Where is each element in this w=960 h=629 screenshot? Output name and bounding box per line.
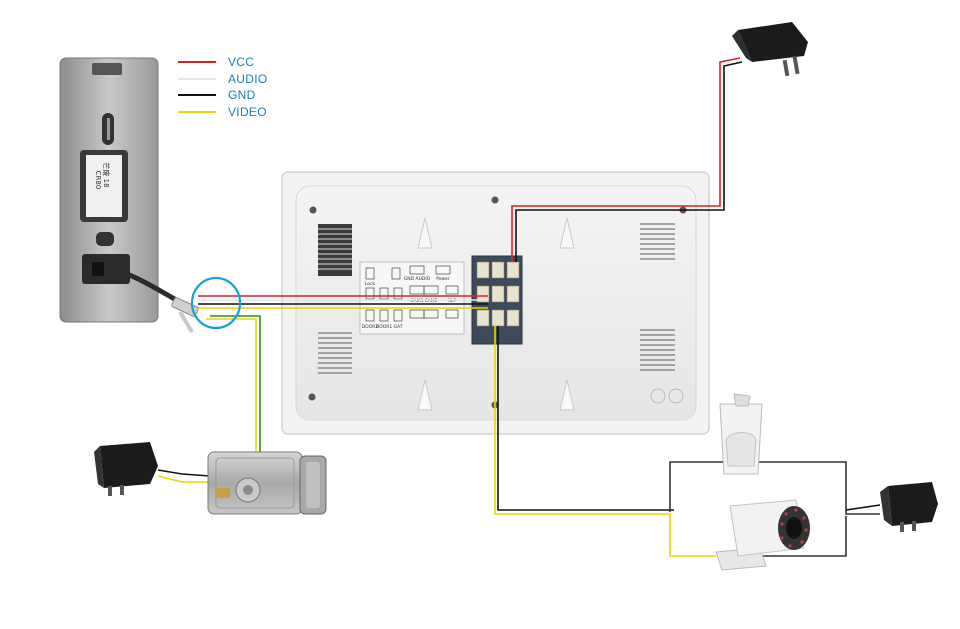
vent-top-right xyxy=(640,223,675,260)
legend-swatch-audio xyxy=(178,77,216,80)
indoor-monitor: Lock DOOR2 DOOR1 GAT GND AUDIO Power CAM… xyxy=(281,171,710,435)
speaker-grille xyxy=(318,224,352,276)
legend-item-vcc: VCC xyxy=(178,54,268,71)
terminal-label-slp: SLP xyxy=(448,298,456,304)
wire-adapter-left-yellow xyxy=(157,475,210,483)
legend-label-gnd: GND xyxy=(228,88,256,103)
legend-swatch-vcc xyxy=(178,61,216,64)
legend-item-audio: AUDIO xyxy=(178,71,268,88)
outdoor-unit-cable-port xyxy=(82,254,130,284)
power-adapter-right xyxy=(880,482,938,532)
outdoor-unit-top-slot xyxy=(92,63,122,75)
terminal-label-cam2: CAM2 xyxy=(425,298,438,304)
terminal-label-gat: GAT xyxy=(394,324,403,330)
wire-camera-loop xyxy=(724,516,847,557)
terminal-label-area: Lock DOOR2 DOOR1 GAT GND AUDIO Power CAM… xyxy=(359,261,465,335)
power-adapter-left xyxy=(94,442,158,496)
outdoor-unit: 芒废 18 CR80 xyxy=(59,57,159,323)
wire-lock-yellow xyxy=(206,318,257,456)
legend-item-gnd: GND xyxy=(178,87,268,104)
wires xyxy=(157,57,881,557)
legend-label-vcc: VCC xyxy=(228,55,255,70)
cable-splitter xyxy=(171,297,199,334)
vent-bottom-right xyxy=(640,329,675,371)
legend-swatch-gnd xyxy=(178,94,216,97)
wire-cctv-video-black xyxy=(497,326,674,511)
vent-bottom-left xyxy=(318,332,352,374)
wire-adapter-left-black xyxy=(157,469,211,477)
wire-adapter-top-black xyxy=(515,61,743,262)
cable-split-highlight xyxy=(190,276,242,330)
cctv-camera xyxy=(715,499,810,571)
terminal-label-door2: DOOR2 xyxy=(362,324,379,330)
sticker-text-2: CR80 xyxy=(94,171,102,190)
power-adapter-top xyxy=(732,22,808,77)
legend-label-audio: AUDIO xyxy=(228,71,268,86)
terminal-label-power: Power xyxy=(436,276,450,282)
legend-swatch-video xyxy=(178,110,216,113)
legend-item-video: VIDEO xyxy=(178,104,268,121)
wire-adapter-right xyxy=(845,504,881,511)
terminal-label-gnd-audio: GND AUDIO xyxy=(404,276,431,282)
wire-adapter-top-red xyxy=(511,57,741,262)
terminal-label-door1: DOOR1 xyxy=(376,324,393,330)
wire-sensor-loop xyxy=(669,461,880,515)
terminal-label-cam1: CAM1 xyxy=(411,298,424,304)
wire-cctv-video-yellow xyxy=(494,326,716,557)
pir-sensor xyxy=(719,393,763,475)
sticker-text-1: 芒废 18 xyxy=(102,162,111,187)
wire-lock-green xyxy=(210,315,261,456)
terminal-label-lock: Lock xyxy=(365,281,376,287)
ce-mark-icon xyxy=(650,388,684,404)
wire-legend: VCC AUDIO GND VIDEO xyxy=(178,54,268,120)
electric-lock xyxy=(207,451,327,515)
legend-label-video: VIDEO xyxy=(228,104,267,119)
